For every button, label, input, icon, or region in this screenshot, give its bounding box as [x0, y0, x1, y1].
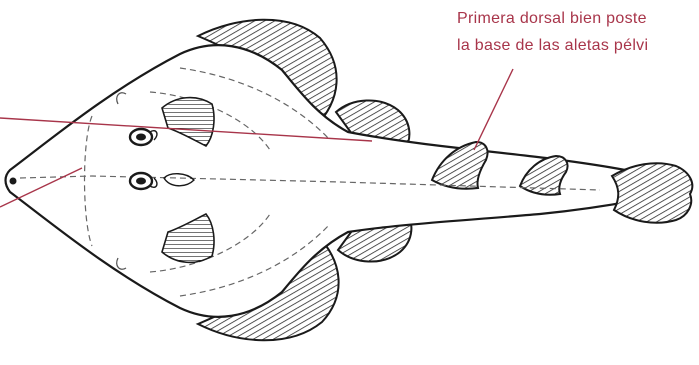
leader-line-dorsal: [474, 69, 513, 150]
callout-line-1: Primera dorsal bien poste: [457, 6, 647, 32]
snout-tip: [10, 178, 17, 185]
callout-line-2: la base de las aletas pélvi: [457, 33, 648, 59]
caudal-fin: [612, 163, 692, 223]
